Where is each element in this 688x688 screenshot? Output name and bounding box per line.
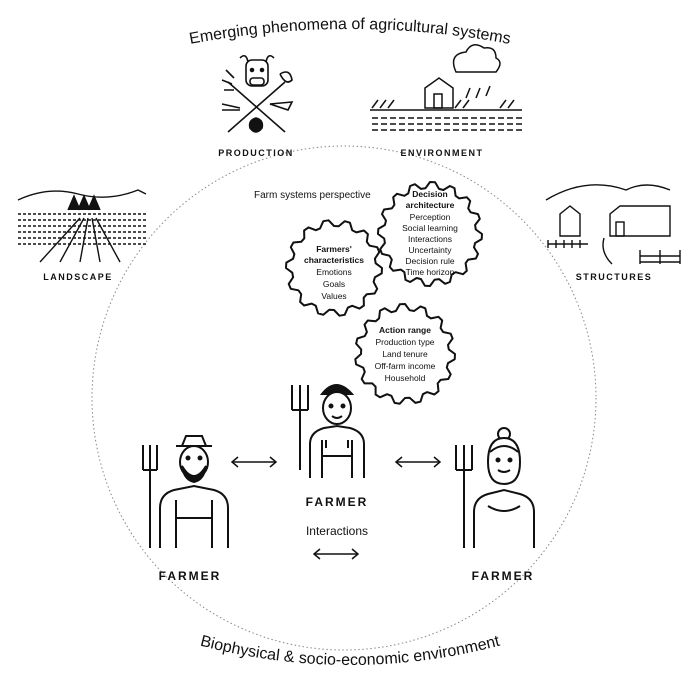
farmer-center-figure xyxy=(291,384,365,478)
gear-decision-title-2: architecture xyxy=(406,200,455,210)
gear-decision-text: Decision architecture Perception Social … xyxy=(402,189,458,277)
structures-label: STRUCTURES xyxy=(576,272,653,282)
gear-action-item: Land tenure xyxy=(382,349,428,359)
top-title: Emerging phenomena of agricultural syste… xyxy=(188,16,512,48)
farmer-left-figure xyxy=(142,435,229,548)
farmer-right-label: FARMER xyxy=(472,569,535,583)
gear-farmers-text: Farmers' characteristics Emotions Goals … xyxy=(304,244,364,301)
production-label: PRODUCTION xyxy=(218,148,294,158)
gear-decision-item: Perception xyxy=(410,212,451,222)
gear-action-item: Household xyxy=(385,373,426,383)
gear-decision-item: Time horizon xyxy=(406,267,455,277)
environment-icon xyxy=(370,44,522,131)
gear-action-item: Off-farm income xyxy=(375,361,436,371)
landscape-label: LANDSCAPE xyxy=(43,272,113,282)
bottom-title: Biophysical & socio-economic environment xyxy=(199,633,502,669)
gear-farmers-item: Goals xyxy=(323,279,345,289)
farmer-left-label: FARMER xyxy=(159,569,222,583)
gear-decision-item: Interactions xyxy=(408,234,452,244)
gear-action-title: Action range xyxy=(379,325,431,335)
farmer-center-label: FARMER xyxy=(306,495,369,509)
structures-icon xyxy=(545,184,681,265)
environment-label: ENVIRONMENT xyxy=(400,148,483,158)
interactions-label: Interactions xyxy=(306,524,368,538)
arrow-interactions xyxy=(312,548,360,560)
gear-decision-item: Social learning xyxy=(402,223,458,233)
gear-farmers-title-1: Farmers' xyxy=(316,244,352,254)
gear-farmers-outline xyxy=(285,219,383,317)
gear-decision-item: Decision rule xyxy=(405,256,454,266)
gear-farmers-item: Values xyxy=(321,291,346,301)
environment-circle xyxy=(91,145,597,651)
gear-decision-item: Uncertainty xyxy=(409,245,453,255)
arrow-center-right xyxy=(394,456,442,468)
farmer-right-figure xyxy=(455,427,535,548)
gear-action-outline xyxy=(354,303,456,405)
gear-farmers-item: Emotions xyxy=(316,267,351,277)
gear-action-text: Action range Production type Land tenure… xyxy=(375,325,436,383)
perspective-label: Farm systems perspective xyxy=(254,190,371,201)
gear-decision-outline xyxy=(377,181,483,287)
gears-group xyxy=(285,181,483,405)
gear-decision-title-1: Decision xyxy=(412,189,447,199)
gear-action-item: Production type xyxy=(375,337,434,347)
production-icon xyxy=(221,54,294,133)
landscape-icon xyxy=(17,189,148,263)
gear-farmers-title-2: characteristics xyxy=(304,255,364,265)
arrow-left-center xyxy=(230,456,278,468)
